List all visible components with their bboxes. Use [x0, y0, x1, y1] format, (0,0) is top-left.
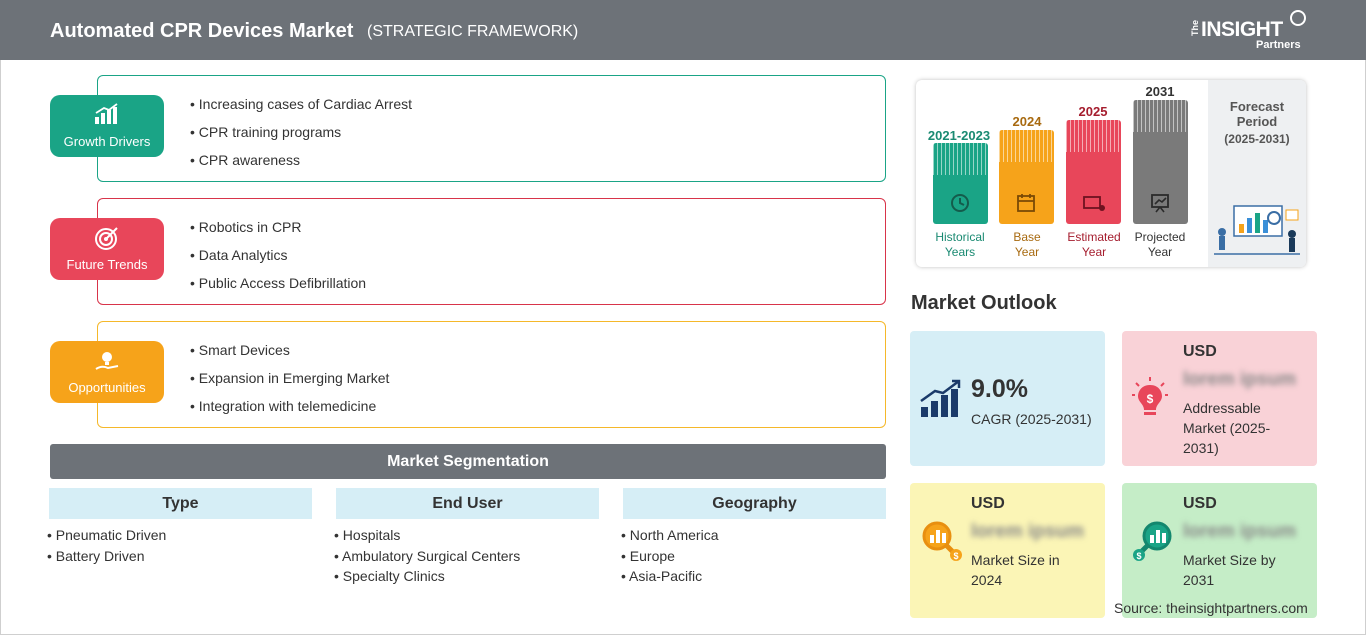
cagr-value: 9.0%: [971, 375, 1028, 403]
size-2024-value: lorem ipsum: [971, 521, 1084, 542]
forecast-title-2: Period: [1236, 114, 1278, 129]
addressable-usd: USD: [1183, 343, 1217, 360]
list-item: CPR awareness: [190, 146, 412, 174]
bar-historical: [933, 143, 988, 224]
future-trends-list: Robotics in CPR Data Analytics Public Ac…: [190, 213, 366, 297]
segment-heading-end-user: End User: [336, 488, 599, 519]
list-item: Pneumatic Driven: [47, 525, 167, 546]
page-title: Automated CPR Devices Market: [50, 20, 354, 42]
segment-heading-type: Type: [49, 488, 312, 519]
forecast-title: Forecast: [1229, 99, 1285, 114]
list-item: Robotics in CPR: [190, 213, 366, 241]
list-item: Expansion in Emerging Market: [190, 364, 390, 392]
list-item: Ambulatory Surgical Centers: [334, 546, 520, 567]
market-segmentation-bar: Market Segmentation: [50, 444, 886, 479]
target-icon: [95, 227, 118, 250]
list-item: Data Analytics: [190, 241, 366, 269]
opportunities-label: Opportunities: [68, 380, 146, 395]
opportunities-badge: Opportunities: [50, 341, 164, 403]
list-item: Europe: [621, 546, 719, 567]
growth-chart-icon: [95, 103, 118, 124]
calendar-icon: [1017, 194, 1035, 212]
opportunities-list: Smart Devices Expansion in Emerging Mark…: [190, 336, 390, 420]
segment-heading-geography: Geography: [623, 488, 886, 519]
bar-year-historical: 2021-2023: [927, 128, 991, 143]
segment-list-end-user: Hospitals Ambulatory Surgical Centers Sp…: [334, 525, 520, 587]
magnifier-chart-icon: $: [1133, 521, 1172, 561]
bar-projected: [1133, 100, 1188, 224]
svg-text:$: $: [953, 551, 958, 561]
bar-year-base: 2024: [1012, 114, 1042, 129]
list-item: North America: [621, 525, 719, 546]
growth-chart-icon: [920, 379, 961, 417]
future-trends-label: Future Trends: [66, 257, 148, 272]
list-item: Public Access Defibrillation: [190, 269, 366, 297]
addressable-value: lorem ipsum: [1183, 369, 1296, 390]
lightbulb-dollar-icon: $: [1132, 377, 1168, 415]
list-item: Increasing cases of Cardiac Arrest: [190, 90, 412, 118]
analytics-illustration-icon: [1214, 205, 1300, 255]
cagr-card: 9.0% CAGR (2025-2031): [910, 331, 1105, 466]
estimate-icon: [1083, 196, 1105, 211]
svg-text:$: $: [1136, 551, 1141, 561]
growth-drivers-list: Increasing cases of Cardiac Arrest CPR t…: [190, 90, 412, 174]
source-credit: Source: theinsightpartners.com: [1114, 600, 1308, 616]
list-item: Battery Driven: [47, 546, 166, 567]
size-2031-usd: USD: [1183, 495, 1217, 512]
list-item: Integration with telemedicine: [190, 392, 389, 420]
history-icon: [951, 194, 969, 212]
magnifier-chart-icon: $: [922, 521, 962, 561]
insight-partners-logo: The INSIGHT Partners: [1190, 10, 1310, 54]
size-2031-value: lorem ipsum: [1183, 521, 1296, 542]
forecast-range: (2025-2031): [1224, 132, 1290, 146]
projection-icon: [1151, 194, 1169, 213]
list-item: Smart Devices: [190, 336, 389, 364]
bar-base: [999, 130, 1054, 224]
list-item: CPR training programs: [190, 118, 412, 146]
growth-drivers-label: Growth Drivers: [63, 134, 151, 149]
future-trends-badge: Future Trends: [50, 218, 164, 280]
header-bar: Automated CPR Devices Market (STRATEGIC …: [0, 0, 1366, 60]
segment-list-geography: North America Europe Asia-Pacific: [621, 525, 719, 587]
list-item: Asia-Pacific: [621, 566, 719, 587]
bar-year-projected: 2031: [1145, 84, 1175, 99]
list-item: Hospitals: [334, 525, 520, 546]
size-2024-usd: USD: [971, 495, 1005, 512]
bar-estimated: [1066, 120, 1121, 224]
forecast-period-panel: Forecast Period (2025-2031): [1208, 80, 1306, 267]
page-subtitle: (STRATEGIC FRAMEWORK): [367, 23, 579, 40]
growth-drivers-badge: Growth Drivers: [50, 95, 164, 157]
svg-text:$: $: [1147, 392, 1154, 406]
bar-year-estimated: 2025: [1078, 104, 1108, 119]
market-outlook-title: Market Outlook: [911, 292, 1057, 314]
cagr-label: CAGR (2025-2031): [971, 411, 1092, 427]
lightbulb-hand-icon: [95, 352, 119, 370]
segment-list-type: Pneumatic Driven Battery Driven: [47, 525, 167, 567]
list-item: Specialty Clinics: [334, 566, 520, 587]
